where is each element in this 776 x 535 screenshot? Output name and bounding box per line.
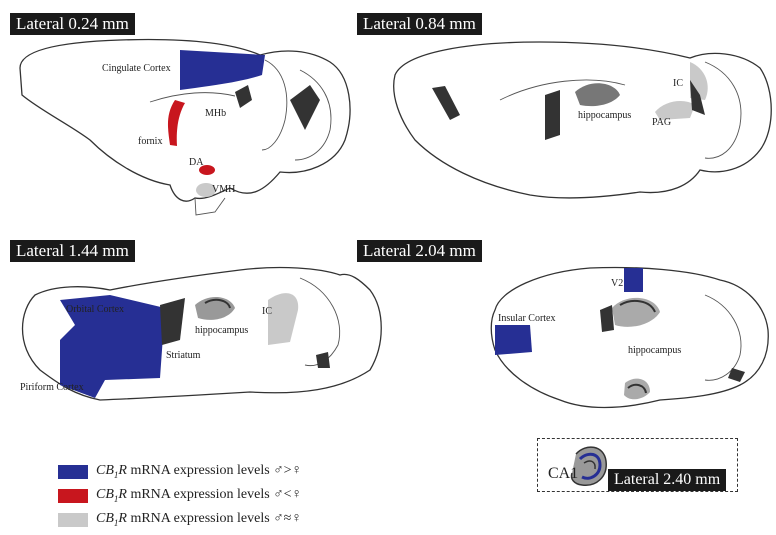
inset-title: Lateral 2.40 mm bbox=[608, 469, 726, 491]
small-dark-204 bbox=[728, 368, 745, 382]
legend-text: CB1R mRNA expression levels ♂>♀ bbox=[96, 463, 302, 480]
insular-region bbox=[495, 325, 532, 355]
legend-text: CB1R mRNA expression levels ♂≈♀ bbox=[96, 511, 302, 528]
label-v2: V2 bbox=[611, 278, 623, 289]
hippo-ventral-204 bbox=[624, 379, 650, 400]
legend-swatch-gray bbox=[58, 513, 88, 527]
v2-region bbox=[624, 268, 643, 292]
dark-left-204 bbox=[600, 305, 614, 332]
panel-title: Lateral 2.04 mm bbox=[357, 240, 482, 262]
hippo-gray-204 bbox=[612, 298, 660, 327]
inset-ca1: CA1 Lateral 2.40 mm bbox=[537, 438, 738, 492]
label-hippocampus: hippocampus bbox=[628, 345, 681, 356]
legend-swatch-red bbox=[58, 489, 88, 503]
legend-text: CB1R mRNA expression levels ♂<♀ bbox=[96, 487, 302, 504]
label-ca1: CA1 bbox=[548, 465, 578, 483]
cerebellum-line-204 bbox=[705, 295, 741, 380]
label-insular: Insular Cortex bbox=[498, 313, 556, 324]
legend-swatch-blue bbox=[58, 465, 88, 479]
